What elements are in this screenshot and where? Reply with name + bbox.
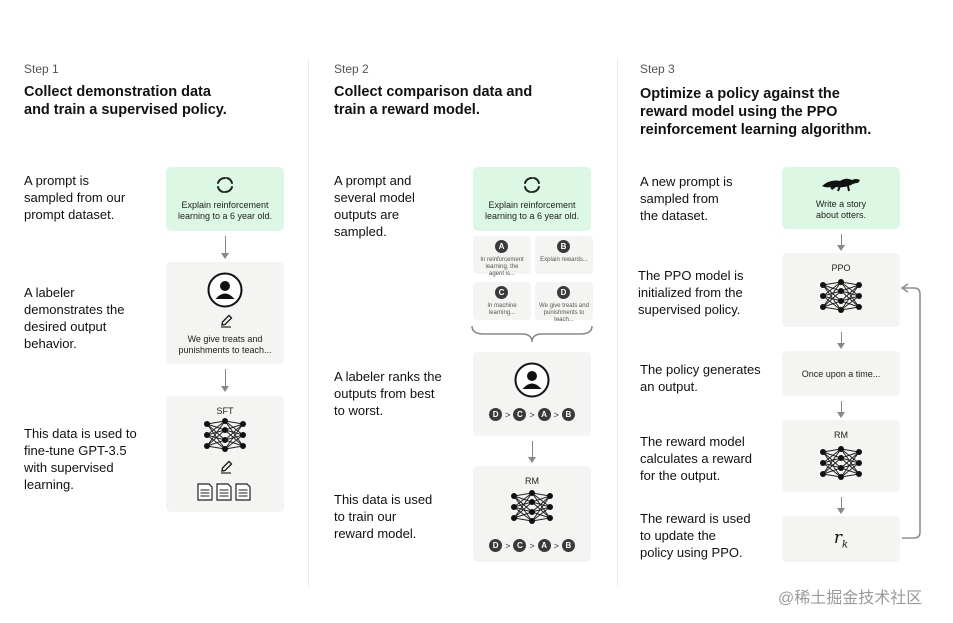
step-1-desc-labeler: A labeler demonstrates the desired outpu… xyxy=(24,285,125,351)
step-1-prompt-box: Explain reinforcement learning to a 6 ye… xyxy=(166,167,284,231)
reward-value: rk xyxy=(833,528,849,551)
output-card-a: A In reinforcement learning, the agent i… xyxy=(473,236,531,277)
step-3-desc-reward: The reward model calculates a reward for… xyxy=(640,434,752,483)
step-3-desc-update: The reward is used to update the policy … xyxy=(640,511,751,560)
rank-badge: B xyxy=(561,408,575,421)
flow-arrow xyxy=(841,234,842,246)
step-2-desc-rank: A labeler ranks the outputs from best to… xyxy=(334,369,442,418)
step-2-rank-box: D > C > A > B xyxy=(473,352,591,436)
ranking-row: D > C > A > B xyxy=(473,408,591,421)
output-card-d: D We give treats and punishments to teac… xyxy=(535,282,593,323)
step-2-desc-train: This data is used to train our reward mo… xyxy=(334,492,433,541)
neural-net-icon xyxy=(204,418,246,452)
rank-separator: > xyxy=(529,540,535,551)
user-icon xyxy=(207,272,243,308)
flow-arrow-head xyxy=(221,253,229,259)
otter-icon xyxy=(822,178,860,192)
rank-badge: C xyxy=(513,539,527,552)
rm-model-label: RM xyxy=(834,430,848,440)
flow-arrow xyxy=(841,497,842,509)
output-badge: A xyxy=(495,240,508,253)
step-3-ppo-box: PPO xyxy=(782,253,900,327)
rm-model-label: RM xyxy=(525,476,539,486)
neural-net-icon xyxy=(820,279,862,313)
step-3-output-box: Once upon a time... xyxy=(782,351,900,396)
step-1-prompt-text: Explain reinforcement learning to a 6 ye… xyxy=(177,200,273,221)
feedback-arrow xyxy=(900,283,921,539)
step-1-demo-text: We give treats and punishments to teach.… xyxy=(178,334,272,355)
column-separator xyxy=(308,58,309,588)
rank-separator: > xyxy=(505,540,511,551)
step-3-desc-init: The PPO model is initialized from the su… xyxy=(638,268,744,317)
step-2-title: Collect comparison data and train a rewa… xyxy=(334,84,533,118)
step-3-desc-generate: The policy generates an output. xyxy=(640,362,761,394)
step-3-label: Step 3 xyxy=(640,62,675,76)
flow-arrow-head xyxy=(837,343,845,349)
step-2-desc-sample: A prompt and several model outputs are s… xyxy=(334,173,415,239)
step-1-demo-box: We give treats and punishments to teach.… xyxy=(166,262,284,364)
step-3-prompt-text: Write a story about otters. xyxy=(815,199,867,220)
output-card-c: C In machine learning... xyxy=(473,282,531,320)
rank-badge: B xyxy=(561,539,575,552)
rank-separator: > xyxy=(553,540,559,551)
recycle-icon xyxy=(524,177,540,193)
step-2-prompt-box: Explain reinforcement learning to a 6 ye… xyxy=(473,167,591,231)
output-badge: B xyxy=(557,240,570,253)
output-card-b: B Explain rewards... xyxy=(535,236,593,274)
rank-badge: D xyxy=(489,408,503,421)
column-separator xyxy=(617,58,618,588)
document-icon xyxy=(197,483,251,501)
pencil-icon xyxy=(221,460,233,474)
flow-arrow xyxy=(841,401,842,413)
output-badge: D xyxy=(557,286,570,299)
output-text: In reinforcement learning, the agent is.… xyxy=(480,257,524,277)
flow-arrow xyxy=(225,369,226,387)
flow-arrow-head xyxy=(221,386,229,392)
step-2-prompt-text: Explain reinforcement learning to a 6 ye… xyxy=(484,200,580,221)
bracket-icon xyxy=(471,325,593,343)
step-3-output-text: Once upon a time... xyxy=(801,369,881,379)
flow-arrow xyxy=(225,236,226,254)
output-text: In machine learning... xyxy=(487,303,517,316)
step-1-desc-finetune: This data is used to fine-tune GPT-3.5 w… xyxy=(24,426,137,492)
watermark: @稀土掘金技术社区 xyxy=(778,590,923,607)
rank-separator: > xyxy=(553,409,559,420)
rank-separator: > xyxy=(529,409,535,420)
output-text: We give treats and punishments to teach.… xyxy=(539,303,589,323)
sft-model-label: SFT xyxy=(216,406,234,416)
step-2-rm-box: RM D > C > A > B xyxy=(473,466,591,562)
ppo-model-label: PPO xyxy=(831,263,851,273)
neural-net-icon xyxy=(820,446,862,480)
flow-arrow xyxy=(841,332,842,344)
rank-badge: C xyxy=(513,408,527,421)
step-3-title: Optimize a policy against the reward mod… xyxy=(640,86,872,138)
output-text: Explain rewards... xyxy=(540,257,588,263)
step-3-rm-box: RM xyxy=(782,420,900,492)
step-3-prompt-box: Write a story about otters. xyxy=(782,167,900,229)
output-badge: C xyxy=(495,286,508,299)
recycle-icon xyxy=(217,177,233,193)
step-1-label: Step 1 xyxy=(24,62,59,76)
rank-badge: D xyxy=(489,539,503,552)
rank-badge: A xyxy=(537,539,551,552)
pencil-icon xyxy=(221,314,233,328)
step-2-label: Step 2 xyxy=(334,62,369,76)
neural-net-icon xyxy=(511,490,553,524)
step-3-reward-box: rk xyxy=(782,516,900,562)
step-3-desc-prompt: A new prompt is sampled from the dataset… xyxy=(640,174,733,223)
flow-arrow-head xyxy=(528,457,536,463)
flow-arrow xyxy=(532,441,533,458)
step-1-title: Collect demonstration data and train a s… xyxy=(24,84,227,118)
user-icon xyxy=(514,362,550,398)
ranking-row: D > C > A > B xyxy=(473,539,591,552)
flow-arrow-head xyxy=(837,508,845,514)
flow-arrow-head xyxy=(837,245,845,251)
step-1-sft-box: SFT xyxy=(166,396,284,512)
rank-badge: A xyxy=(537,408,551,421)
flow-arrow-head xyxy=(837,412,845,418)
rank-separator: > xyxy=(505,409,511,420)
step-1-desc-prompt: A prompt is sampled from our prompt data… xyxy=(24,173,126,222)
